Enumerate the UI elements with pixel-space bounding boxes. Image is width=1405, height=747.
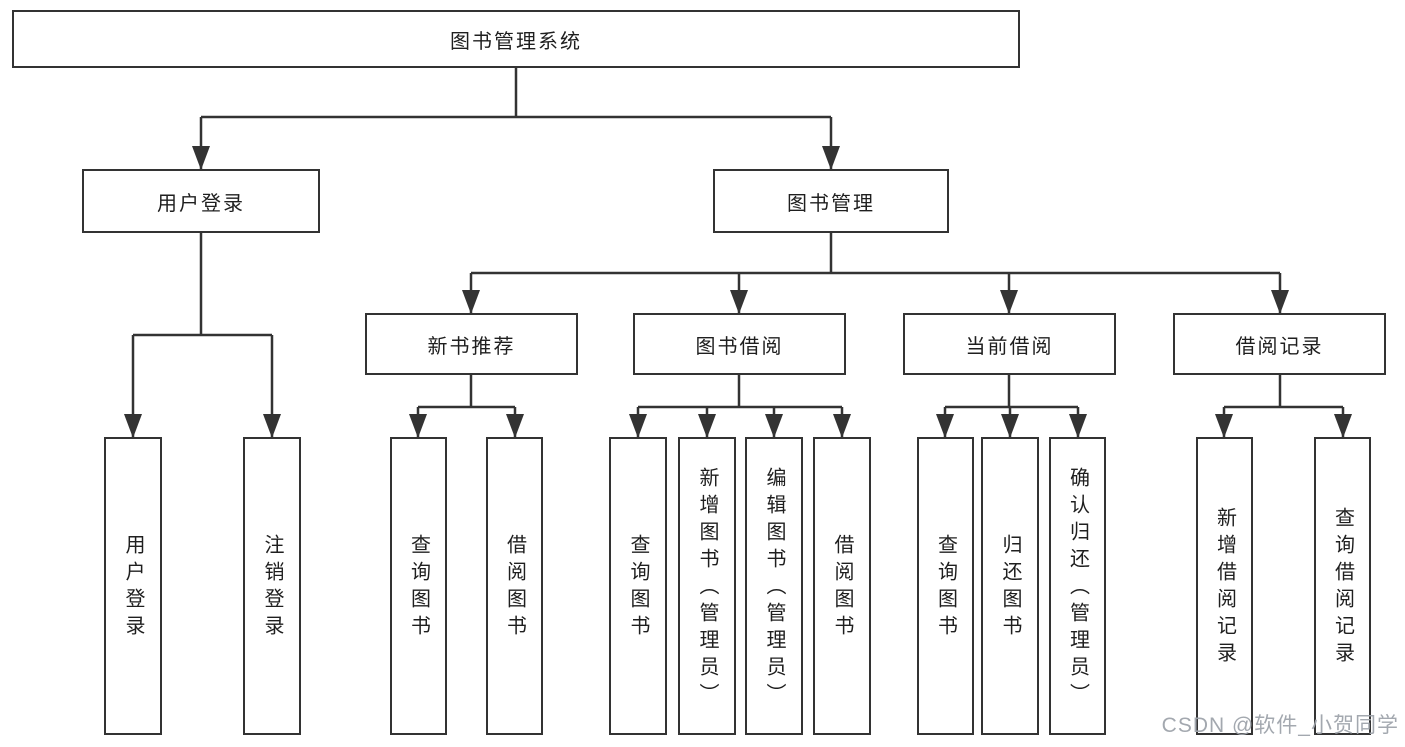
leaf-borrowing-add-books-admin: 新增图书（管理员） xyxy=(678,437,736,735)
leaf-current-confirm-return-admin: 确认归还（管理员） xyxy=(1049,437,1106,735)
connector-borrowing-records-children xyxy=(1215,375,1352,438)
leaf-current-return-books: 归还图书 xyxy=(981,437,1039,735)
leaf-borrowing-edit-books-admin: 编辑图书（管理员） xyxy=(745,437,803,735)
leaf-logout-login: 注销登录 xyxy=(243,437,301,735)
node-new-book-recommend: 新书推荐 xyxy=(365,313,578,375)
leaf-recommend-query-books: 查询图书 xyxy=(390,437,447,735)
leaf-borrowing-borrow-books: 借阅图书 xyxy=(813,437,871,735)
node-current-borrowing: 当前借阅 xyxy=(903,313,1116,375)
leaf-recommend-borrow-books: 借阅图书 xyxy=(486,437,543,735)
connector-root-to-level2 xyxy=(192,68,840,170)
node-book-management: 图书管理 xyxy=(713,169,949,233)
node-user-login: 用户登录 xyxy=(82,169,320,233)
node-library-system-root: 图书管理系统 xyxy=(12,10,1020,68)
connector-new-book-recommend-children xyxy=(409,375,524,438)
leaf-user-login: 用户登录 xyxy=(104,437,162,735)
leaf-current-query-books: 查询图书 xyxy=(917,437,974,735)
connector-current-borrowing-children xyxy=(936,375,1087,438)
leaf-records-add-borrow-record: 新增借阅记录 xyxy=(1196,437,1253,735)
leaf-records-query-borrow-record: 查询借阅记录 xyxy=(1314,437,1371,735)
connector-book-management-children xyxy=(462,233,1289,314)
node-borrowing-records: 借阅记录 xyxy=(1173,313,1386,375)
node-book-borrowing: 图书借阅 xyxy=(633,313,846,375)
connector-user-login-children xyxy=(124,233,281,438)
leaf-borrowing-query-books: 查询图书 xyxy=(609,437,667,735)
csdn-watermark: CSDN @软件_小贺同学 xyxy=(1161,714,1399,737)
connector-book-borrowing-children xyxy=(629,375,851,438)
